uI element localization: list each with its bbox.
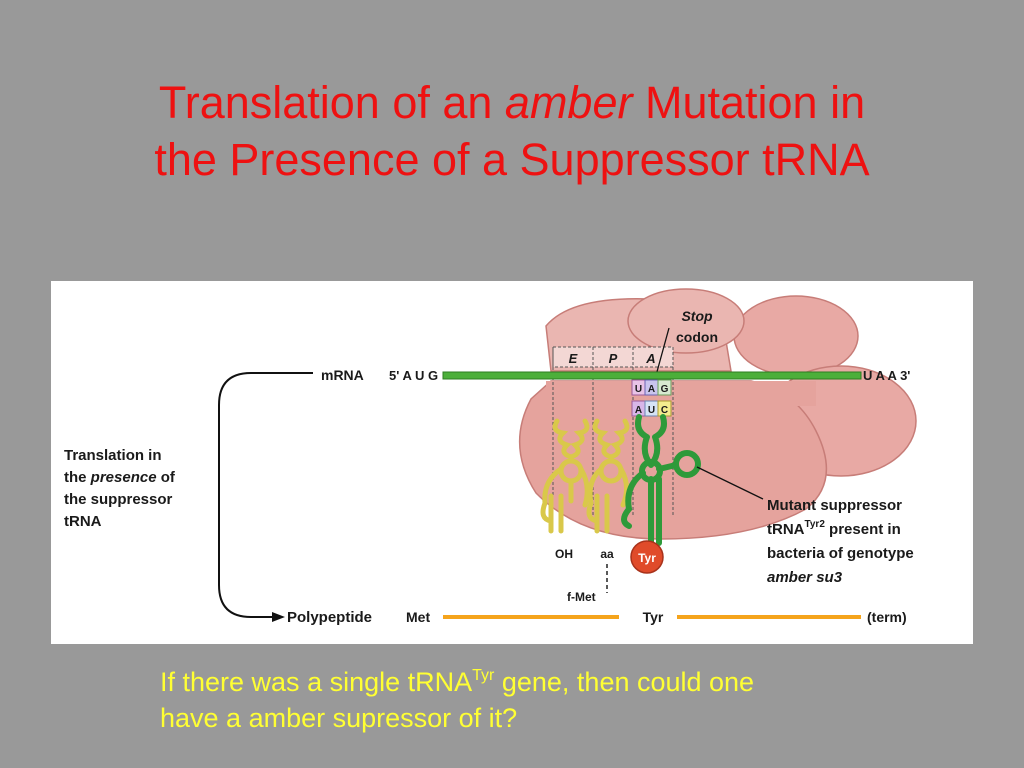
- five-prime-label: 5' A U G: [389, 368, 438, 383]
- mutant-label-line-1: Mutant suppressor: [767, 497, 902, 514]
- tyr-ball-label: Tyr: [638, 551, 656, 565]
- side-label-line-3: the suppressor: [64, 491, 173, 508]
- chain-segment-2: [677, 615, 861, 619]
- codon-box-3: [657, 379, 672, 396]
- site-a-label: A: [645, 351, 655, 366]
- title-line-1: Translation of an amber Mutation in: [158, 77, 866, 128]
- ribosome-lobe-top: [733, 295, 859, 377]
- stop-label: Stop: [681, 308, 713, 324]
- aa-label: aa: [600, 547, 614, 561]
- caption-line-2: have a amber supressor of it?: [160, 703, 518, 733]
- stop-codon-pointer: [654, 327, 670, 380]
- side-label-line-1: Translation in: [64, 447, 162, 464]
- cycle-arrow: [218, 372, 313, 618]
- mrna-strand: [442, 371, 862, 380]
- codon-label: codon: [676, 329, 718, 345]
- site-e-label: E: [569, 351, 578, 366]
- mrna-label: mRNA: [321, 367, 364, 383]
- anticodon-letter-2: U: [648, 405, 655, 416]
- trna-yellow-peptidyl: [586, 418, 630, 534]
- side-label-line-2: the presence of: [64, 469, 176, 486]
- title-line-2: the Presence of a Suppressor tRNA: [154, 134, 870, 185]
- chain-start-label: Met: [406, 609, 430, 625]
- chain-end-label: (term): [867, 609, 907, 625]
- mutant-label-line-4: amber su3: [767, 569, 843, 586]
- codon-letter-3: G: [661, 384, 669, 395]
- caption-line-1: If there was a single tRNATyr gene, then…: [160, 667, 755, 697]
- translation-diagram: E P A Stop codon mRNA 5' A U G U A A 3' …: [64, 288, 917, 626]
- ribosome-fill: [546, 381, 816, 406]
- fmet-label: f-Met: [567, 590, 596, 604]
- arrow-head: [272, 612, 285, 622]
- mutant-label-line-3: bacteria of genotype: [767, 545, 914, 562]
- diagram-panel: E P A Stop codon mRNA 5' A U G U A A 3' …: [51, 281, 973, 644]
- mutant-trna-pointer: [696, 466, 764, 500]
- three-prime-label: U A A 3': [863, 368, 910, 383]
- chain-segment-1: [443, 615, 619, 619]
- trna-yellow-exit: [540, 418, 590, 534]
- ribosome-cap: [627, 288, 745, 354]
- mutant-label-line-2: tRNATyr2 present in: [767, 519, 901, 538]
- tyr-ball: [630, 540, 664, 574]
- trna-green-suppressor: [621, 414, 701, 546]
- codon-letter-2: A: [648, 384, 655, 395]
- polypeptide-label: Polypeptide: [287, 609, 372, 626]
- site-p-label: P: [609, 351, 618, 366]
- oh-label: OH: [555, 547, 573, 561]
- slide-caption: If there was a single tRNATyr gene, then…: [160, 664, 960, 736]
- codon-letter-1: U: [635, 384, 642, 395]
- slide-title: Translation of an amber Mutation in the …: [0, 74, 1024, 188]
- side-label-line-4: tRNA: [64, 513, 102, 530]
- anticodon-letter-1: A: [635, 405, 642, 416]
- chain-mid-label: Tyr: [643, 609, 664, 625]
- anticodon-letter-3: C: [661, 405, 668, 416]
